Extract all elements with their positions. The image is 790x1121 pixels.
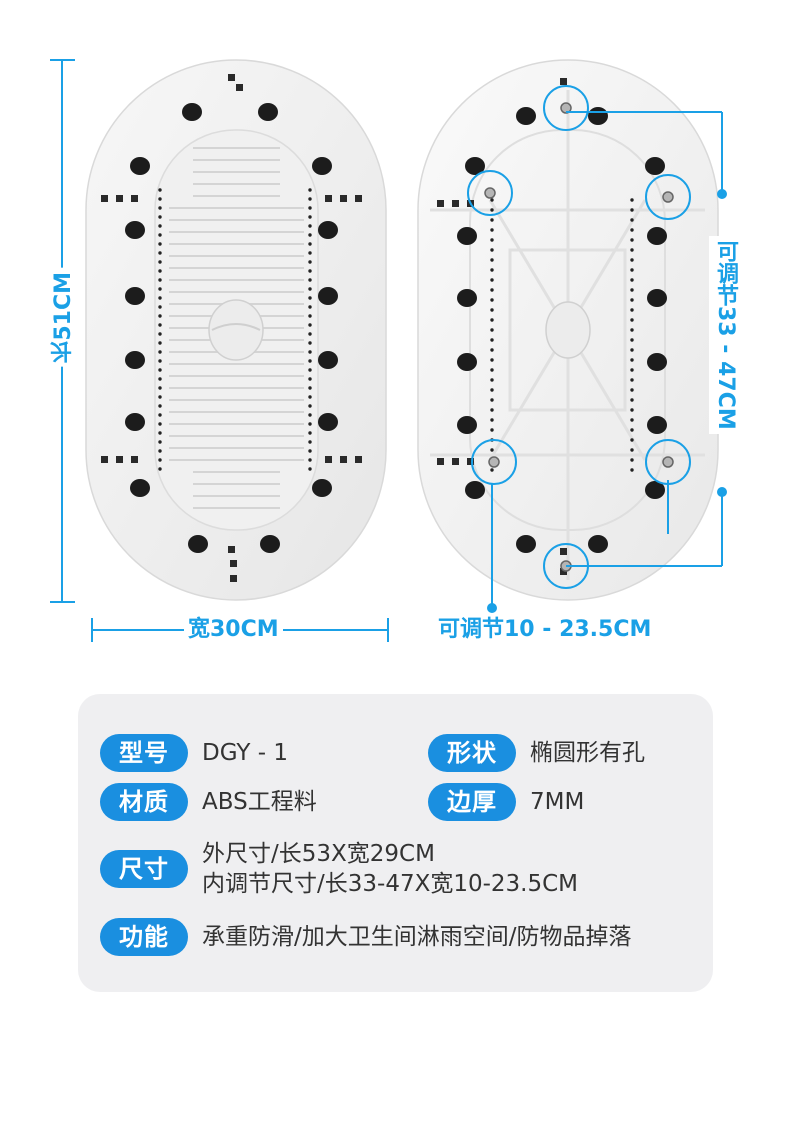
- mounting-hole: [465, 157, 485, 175]
- mounting-hole: [588, 107, 608, 125]
- mounting-hole: [588, 535, 608, 553]
- adjust-long-label: 可调节33 - 47CM: [709, 236, 741, 434]
- adjuster-highlight-circle: [467, 170, 513, 216]
- spec-size-values: 外尺寸/长53X宽29CM 内调节尺寸/长33-47X宽10-23.5CM: [202, 839, 578, 899]
- mounting-hole: [312, 157, 332, 175]
- spec-size-line1: 外尺寸/长53X宽29CM: [202, 841, 435, 867]
- adjuster-screw: [662, 456, 674, 468]
- spec-shape-row: 形状 椭圆形有孔: [428, 734, 645, 772]
- spec-size-badge: 尺寸: [100, 850, 188, 888]
- mounting-hole: [318, 221, 338, 239]
- spec-model-badge: 型号: [100, 734, 188, 772]
- adjust-short-label: 可调节10 - 23.5CM: [434, 616, 656, 644]
- mounting-hole: [516, 107, 536, 125]
- mounting-hole: [645, 481, 665, 499]
- adjuster-screw: [662, 191, 674, 203]
- adjuster-highlight-circle: [471, 439, 517, 485]
- mounting-hole: [647, 416, 667, 434]
- mounting-hole: [647, 289, 667, 307]
- product-illustration: 长51CM 宽30CM 可调节33 - 47CM 可调节10 - 23.5CM: [48, 59, 741, 644]
- mounting-hole: [516, 535, 536, 553]
- spec-model-value: DGY - 1: [202, 740, 288, 766]
- mounting-hole: [647, 227, 667, 245]
- spec-function-value: 承重防滑/加大卫生间淋雨空间/防物品掉落: [202, 924, 632, 950]
- mounting-hole: [457, 416, 477, 434]
- width-label: 宽30CM: [184, 616, 283, 644]
- adjuster-highlight-circle: [543, 85, 589, 131]
- spec-shape-value: 椭圆形有孔: [530, 740, 645, 766]
- mounting-hole: [182, 103, 202, 121]
- length-label: 长51CM: [48, 268, 80, 367]
- product-drawing: [50, 59, 727, 642]
- mounting-hole: [457, 353, 477, 371]
- mounting-hole: [125, 413, 145, 431]
- mounting-hole: [130, 479, 150, 497]
- spec-card: 型号 DGY - 1 形状 椭圆形有孔 材质 ABS工程料 边厚 7MM 尺寸 …: [78, 694, 713, 992]
- mounting-hole: [188, 535, 208, 553]
- mounting-hole: [260, 535, 280, 553]
- spec-material-row: 材质 ABS工程料: [100, 783, 317, 821]
- spec-function-row: 功能 承重防滑/加大卫生间淋雨空间/防物品掉落: [100, 918, 632, 956]
- mounting-hole: [258, 103, 278, 121]
- mounting-hole: [125, 287, 145, 305]
- mounting-hole: [125, 351, 145, 369]
- spec-material-value: ABS工程料: [202, 789, 317, 815]
- adjuster-screw: [484, 187, 496, 199]
- spec-model-row: 型号 DGY - 1: [100, 734, 288, 772]
- spec-size-row: 尺寸 外尺寸/长53X宽29CM 内调节尺寸/长33-47X宽10-23.5CM: [100, 839, 578, 899]
- spec-thickness-row: 边厚 7MM: [428, 783, 584, 821]
- spec-shape-badge: 形状: [428, 734, 516, 772]
- mounting-hole: [318, 351, 338, 369]
- mounting-hole: [647, 353, 667, 371]
- mounting-hole: [457, 227, 477, 245]
- spec-size-line2: 内调节尺寸/长33-47X宽10-23.5CM: [202, 871, 579, 897]
- back-plate: [417, 59, 719, 601]
- adjust-leader-lines: [487, 111, 727, 613]
- adjuster-screw: [488, 456, 500, 468]
- spec-thickness-value: 7MM: [530, 789, 585, 815]
- mounting-hole: [130, 157, 150, 175]
- mounting-hole: [465, 481, 485, 499]
- mounting-hole: [318, 287, 338, 305]
- spec-function-badge: 功能: [100, 918, 188, 956]
- mounting-hole: [645, 157, 665, 175]
- spec-thickness-badge: 边厚: [428, 783, 516, 821]
- front-plate: [85, 59, 387, 601]
- mounting-hole: [125, 221, 145, 239]
- mounting-hole: [457, 289, 477, 307]
- mounting-hole: [318, 413, 338, 431]
- spec-material-badge: 材质: [100, 783, 188, 821]
- adjuster-highlight-circle: [645, 174, 691, 220]
- mounting-hole: [312, 479, 332, 497]
